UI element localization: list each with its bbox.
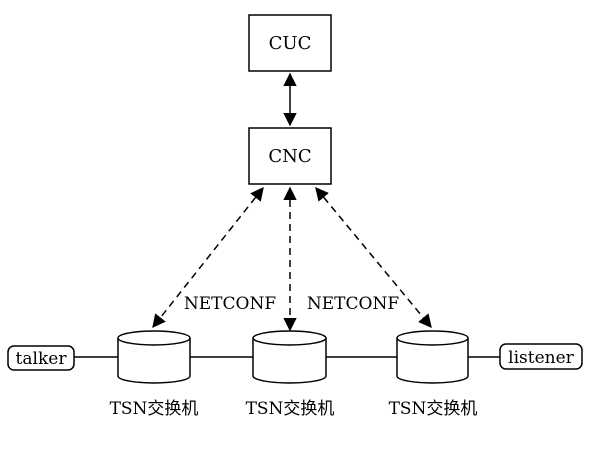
listener-node: listener bbox=[499, 343, 583, 370]
tsn-switch-1-label: TSN交换机 bbox=[110, 399, 199, 419]
tsn-switch-3-label: TSN交换机 bbox=[389, 399, 478, 419]
cuc-label: CUC bbox=[269, 33, 312, 54]
netconf-label-left: NETCONF bbox=[184, 294, 276, 314]
netconf-link-right bbox=[315, 186, 432, 329]
tsn-switch-3: TSN交换机 bbox=[389, 330, 478, 419]
netconf-label-right: NETCONF bbox=[307, 294, 399, 314]
talker-label: talker bbox=[16, 349, 68, 369]
netconf-link-left bbox=[152, 186, 264, 329]
cnc-label: CNC bbox=[268, 146, 311, 167]
tsn-switch-2-label: TSN交换机 bbox=[246, 399, 335, 419]
cnc-node: CNC bbox=[248, 127, 332, 185]
cuc-node: CUC bbox=[248, 14, 332, 72]
listener-label: listener bbox=[508, 348, 574, 368]
tsn-switch-2: TSN交换机 bbox=[246, 330, 335, 419]
tsn-switch-1: TSN交换机 bbox=[110, 330, 199, 419]
talker-node: talker bbox=[7, 345, 75, 371]
